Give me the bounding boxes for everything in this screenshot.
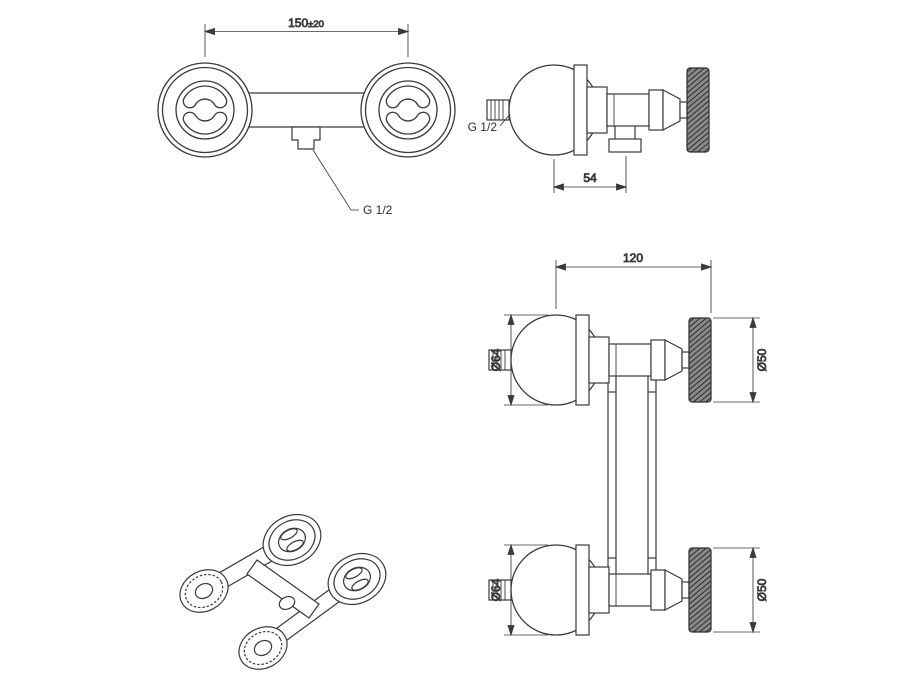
outlet-thread-callout: G 1/2 [312,149,393,217]
iso-wall-union-left [171,561,237,621]
dim-flange-dia-bottom: Ø64 [489,544,548,636]
outlet-thread-label: G 1/2 [363,203,393,217]
outlet-front [291,126,321,150]
isometric-view [171,504,396,678]
inlet-thread-label: G 1/2 [468,120,498,134]
valve-assembly-bottom [488,544,712,636]
front-view: 150±20 G 1/2 [157,16,456,217]
iso-handle-right [318,543,396,615]
handle-dia-top-label: Ø50 [755,348,769,371]
handle-right [360,62,456,158]
dim-depth-label: 54 [583,171,597,185]
valve-assembly-top [488,314,712,406]
handle-left [157,62,253,158]
handle-dia-bottom-label: Ø50 [755,578,769,601]
iso-outlet [278,595,296,611]
rear-view: 120 Ø64 Ø50 Ø64 [488,251,769,636]
connecting-tubes [607,376,657,574]
dim-height-label: 120 [623,251,643,265]
dim-handle-dia-bottom: Ø50 [713,547,769,633]
dim-flange-dia-top: Ø64 [489,314,548,406]
leader-line [312,149,359,211]
flange-dia-bottom-label: Ø64 [489,578,503,601]
outlet-side [608,126,642,153]
dim-depth: 54 [553,156,627,193]
dim-handle-dia-top: Ø50 [713,317,769,403]
side-view: G 1/2 54 [468,64,710,193]
flange-dia-top-label: Ø64 [489,348,503,371]
valve-assembly-side [486,64,710,156]
dim-width-label: 150±20 [288,16,324,30]
dim-width: 150±20 [204,16,409,57]
iso-wall-union-bottom [230,618,296,678]
inlet-thread-callout: G 1/2 [468,113,511,134]
dim-height: 120 [555,251,712,313]
leader-line [499,113,511,127]
